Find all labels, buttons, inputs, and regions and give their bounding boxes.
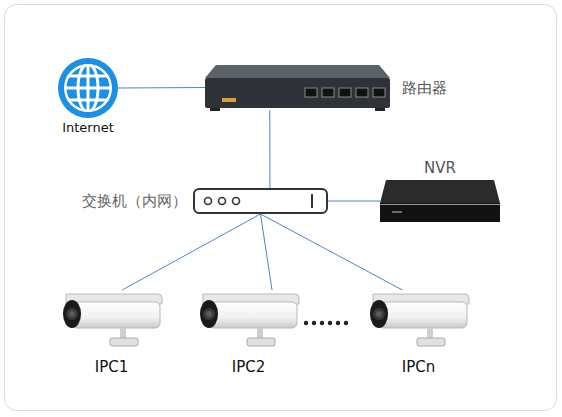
nvr-node: NVR xyxy=(380,180,500,222)
router-foot xyxy=(210,108,220,111)
globe-lines xyxy=(60,60,116,116)
link-line xyxy=(328,201,380,202)
switch-device xyxy=(194,189,327,213)
router-top xyxy=(205,65,390,78)
device-label: 路由器 xyxy=(402,79,447,97)
switch-node: 交换机（内网） xyxy=(193,188,328,214)
camera-node: IPC1 xyxy=(58,290,165,350)
router-port xyxy=(322,88,334,97)
camera-illustration xyxy=(370,294,469,346)
router-node: 路由器 xyxy=(205,65,390,110)
router-device xyxy=(205,65,390,111)
nvr-trim xyxy=(380,204,500,205)
router-port xyxy=(373,88,385,97)
device-label: NVR xyxy=(424,159,456,177)
switch-bar xyxy=(311,194,313,208)
nvr-light xyxy=(392,211,402,213)
nvr-top xyxy=(380,180,500,203)
camera-node: IPCn xyxy=(365,290,472,350)
camera-node: IPC2 xyxy=(195,290,302,350)
router-port xyxy=(339,88,351,97)
network-link xyxy=(261,214,403,290)
ellipsis-dots xyxy=(304,321,348,325)
switch-led xyxy=(233,198,240,205)
device-label: IPC2 xyxy=(232,358,266,376)
router-badge xyxy=(222,98,236,102)
device-label: 交换机（内网） xyxy=(82,192,187,210)
link-line xyxy=(269,110,270,188)
frame-border xyxy=(5,5,557,411)
device-label: Internet xyxy=(62,120,114,136)
network-link xyxy=(269,110,270,188)
switch-led xyxy=(205,198,212,205)
link-line xyxy=(261,214,403,290)
internet-node: Internet xyxy=(58,58,118,118)
nvr-device xyxy=(380,180,500,222)
router-front xyxy=(205,78,390,108)
router-foot xyxy=(375,108,385,111)
camera-illustration xyxy=(200,294,299,346)
device-label: IPCn xyxy=(402,358,435,376)
switch-led xyxy=(219,198,226,205)
network-link xyxy=(122,214,260,290)
globe-icon xyxy=(58,58,118,118)
link-line xyxy=(118,87,205,89)
link-line xyxy=(122,214,260,290)
router-port xyxy=(356,88,368,97)
nvr-front xyxy=(380,203,500,222)
camera-illustration xyxy=(63,294,162,346)
switch-body xyxy=(194,189,327,213)
network-link xyxy=(261,214,273,290)
globe-disc xyxy=(58,58,118,118)
network-link xyxy=(328,201,380,202)
router-port xyxy=(305,88,317,97)
network-link xyxy=(118,87,205,89)
device-label: IPC1 xyxy=(95,358,129,376)
link-line xyxy=(261,214,273,290)
